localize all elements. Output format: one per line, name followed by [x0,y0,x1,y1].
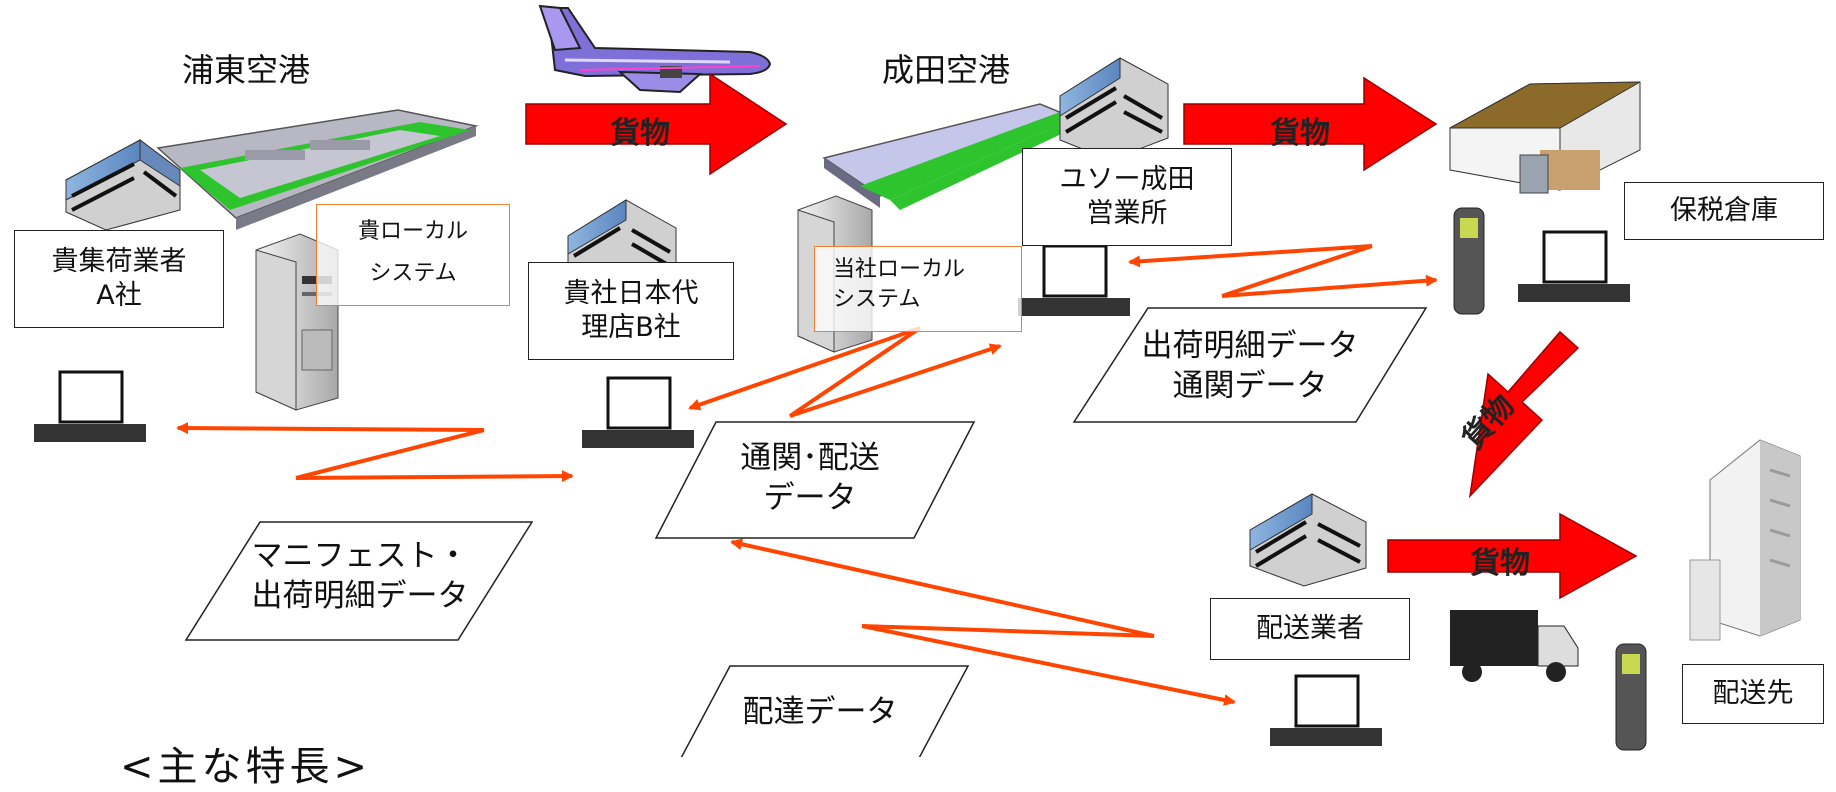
cargo-arrow-1 [525,72,788,176]
manifest-data-label: マニフェスト・ 出荷明細データ [251,538,469,615]
customs-delivery-data-parallelogram [654,421,976,539]
shipping-customs-data-label: 出荷明細データ 通関データ [1141,328,1359,405]
manifest-data-parallelogram [184,521,534,641]
cargo-arrow-1-label: 貨物 [610,116,670,151]
your-local-system-box: 貴ローカル システム [316,204,510,306]
cargo-arrow-4 [1387,512,1638,600]
delivery-data-parallelogram [680,665,970,757]
computer-icon [1018,244,1130,316]
computer-icon [1270,674,1382,746]
handheld-terminal-icon [1453,207,1485,315]
customs-delivery-data-label: 通関･配送 データ [740,440,880,517]
narita-runway-illustration [822,103,1076,210]
delivery-company-box: 配送業者 [1210,598,1410,660]
data-flow-delivery-agent [730,538,1236,706]
narita-airport-label: 成田空港 [881,51,1010,89]
logistics-diagram [34,4,1801,757]
cargo-arrow-2-label: 貨物 [1270,116,1330,151]
cargo-arrow-3 [1468,330,1580,499]
data-flow-narita-warehouse [1128,244,1438,298]
data-flow-agent-narita [688,326,1002,418]
shipper-a-label-box: 貴集荷業者 A社 [14,230,224,328]
yuso-narita-office-box: ユソー成田 営業所 [1022,148,1232,246]
pudong-runway-illustration [156,109,479,230]
shipper-a-building-icon [65,139,181,231]
cargo-arrow-4-label: 貨物 [1470,546,1530,581]
destination-building-icon [1689,439,1801,641]
our-local-system-box: 当社ローカル システム [814,246,1022,332]
computer-icon [34,370,146,442]
pudong-airport-label: 浦東空港 [181,51,310,89]
narita-office-building-icon [1059,57,1169,161]
delivery-data-label: 配達データ [742,694,898,730]
delivery-truck-icon [1450,610,1579,682]
destination-box: 配送先 [1682,664,1824,724]
bonded-warehouse-building-icon [1449,81,1641,194]
data-flow-pudong-agent [176,422,574,483]
features-heading: <主な特長> [120,744,372,790]
bonded-warehouse-box: 保税倉庫 [1624,182,1824,240]
computer-icon [1518,230,1630,302]
handheld-terminal-icon [1615,643,1647,751]
computer-icon [582,376,694,448]
cargo-arrow-2 [1183,76,1438,172]
delivery-company-building-icon [1249,493,1367,587]
agent-b-label-box: 貴社日本代 理店B社 [528,262,734,360]
shipping-customs-data-parallelogram [1072,307,1428,423]
airplane-icon [538,4,772,94]
